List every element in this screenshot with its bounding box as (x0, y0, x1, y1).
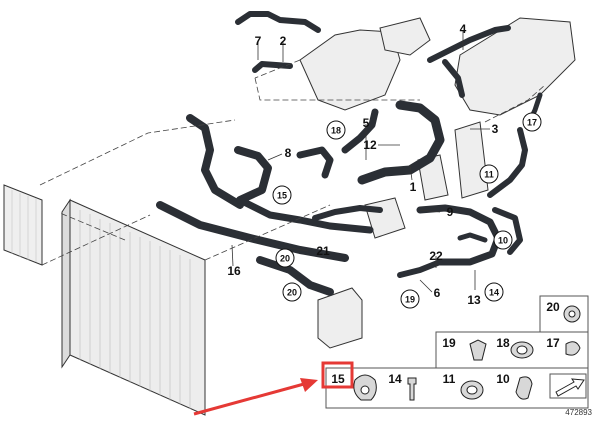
callout-2: 2 (279, 34, 287, 48)
red-arrow (193, 378, 318, 416)
callout-13: 13 (467, 293, 481, 307)
legend-number-11: 11 (442, 372, 456, 386)
tank-drawing (317, 287, 363, 349)
legend-number-19: 19 (442, 336, 456, 350)
circled-callout-11: 11 (479, 164, 499, 184)
highlight-box (321, 361, 354, 389)
legend-number-10: 10 (496, 372, 510, 386)
circled-callout-10: 10 (493, 230, 513, 250)
dashed-frames (39, 59, 546, 266)
circled-callout-19: 19 (400, 289, 420, 309)
callout-4: 4 (459, 22, 467, 36)
callout-12: 12 (363, 138, 377, 152)
engine-parts-drawing (299, 17, 576, 239)
legend-number-15: 15 (331, 372, 345, 386)
callout-21: 21 (316, 244, 330, 258)
callout-6: 6 (433, 286, 441, 300)
legend-parts (353, 305, 581, 401)
callout-16: 16 (227, 264, 241, 278)
callout-5: 5 (362, 116, 370, 130)
callout-8: 8 (284, 146, 292, 160)
arrow-icon (549, 373, 587, 399)
circled-callout-14: 14 (484, 282, 504, 302)
circled-callout-20a: 20 (275, 248, 295, 268)
callout-3: 3 (491, 122, 499, 136)
callout-1: 1 (409, 180, 417, 194)
circled-callout-20b: 20 (282, 282, 302, 302)
callout-22: 22 (429, 249, 443, 263)
aux-cooler-drawing (3, 184, 43, 266)
legend-number-14: 14 (388, 372, 402, 386)
circled-callout-18: 18 (326, 120, 346, 140)
hoses-drawing (156, 11, 543, 296)
document-id: 472893 (565, 408, 592, 417)
callout-9: 9 (446, 205, 454, 219)
legend-number-18: 18 (496, 336, 510, 350)
radiator-drawing (61, 198, 206, 416)
legend-number-17: 17 (546, 336, 560, 350)
circled-callout-17: 17 (522, 112, 542, 132)
legend-number-20: 20 (546, 300, 560, 314)
circled-callout-15: 15 (272, 185, 292, 205)
callout-7: 7 (254, 34, 262, 48)
